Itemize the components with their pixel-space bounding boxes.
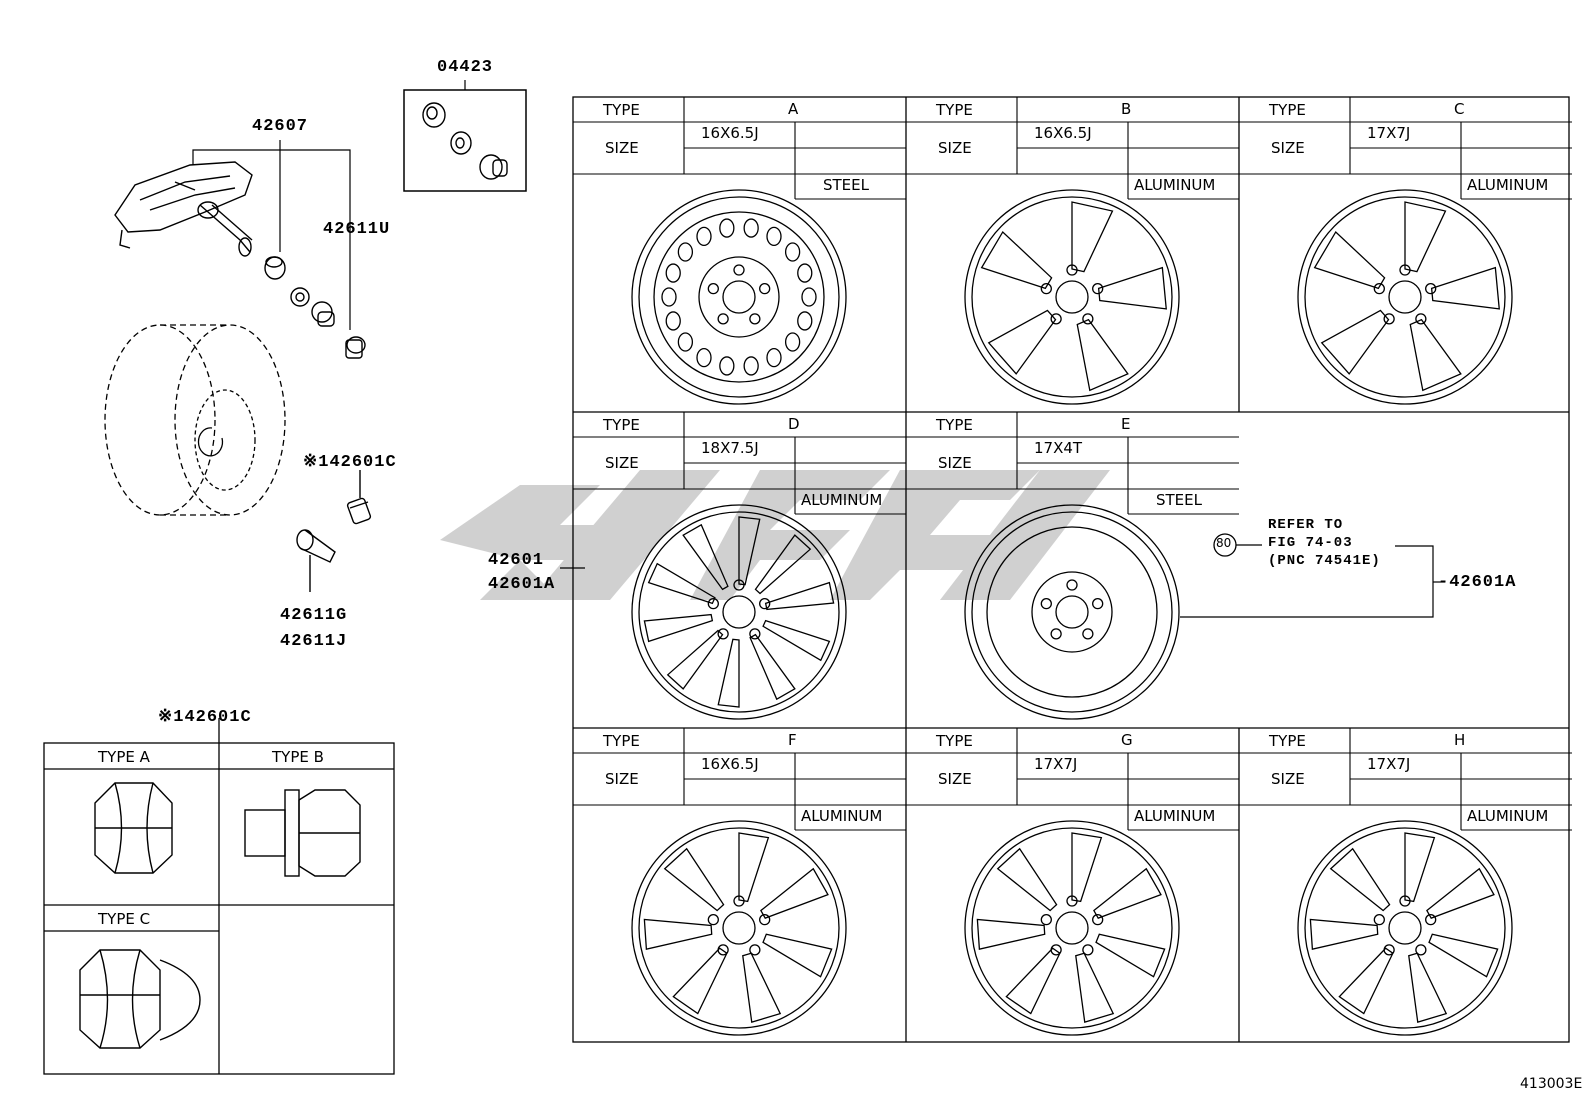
wheel-3-size-value: 18X7.5J [701,439,759,457]
nut-type-a-label: TYPE A [98,748,150,766]
wheel-2-icon [1297,189,1513,405]
wheel-4-size-value: 17X4T [1034,439,1083,457]
wheel-5-icon [631,820,847,1036]
wheel-0-material: STEEL [823,176,869,194]
part-42611u-label: 42611U [323,220,391,239]
wheel-6-size-value: 17X7J [1034,755,1078,773]
wheel-5-size-label: SIZE [605,770,639,788]
part-42601c-top-label: ※142601C [303,453,397,472]
wheel-1-material: ALUMINUM [1134,176,1216,194]
refer-badge: 80 [1216,536,1232,550]
wheel-6-icon [964,820,1180,1036]
wheel-headers [573,97,1572,831]
wheel-5-size-value: 16X6.5J [701,755,759,773]
nut-type-table [43,718,395,1075]
wheel-4-icon [964,504,1180,720]
nut-type-b-label: TYPE B [272,748,324,766]
tpms-sensor-icon [114,161,253,257]
wheel-4-material: STEEL [1156,491,1202,509]
refer-line-2: FIG 74-03 [1268,535,1353,551]
part-42611j-label: 42611J [280,632,348,651]
wheel-header-0 [573,97,906,200]
diagram-id: 413003E [1520,1076,1583,1092]
part-42611g-label: 42611G [280,606,348,625]
part-04423-label: 04423 [437,58,494,77]
wheel-0-size-label: SIZE [605,139,639,157]
wheel-3-type-value: D [788,415,800,433]
part-42607-label: 42607 [252,117,309,136]
wheel-7-icon [1297,820,1513,1036]
wheel-0-icon [631,189,847,405]
wheel-1-size-label: SIZE [938,139,972,157]
wheel-header-3 [573,412,906,515]
wheel-header-7 [1239,728,1572,831]
wheel-1-size-value: 16X6.5J [1034,124,1092,142]
part-42601-label: 42601 [488,551,545,570]
wheel-7-type-value: H [1454,731,1466,749]
part-42601a-right-label: -42601A [1438,573,1517,592]
tire-icon [104,324,286,516]
wheel-1-type-label: TYPE [936,101,973,119]
wheel-2-material: ALUMINUM [1467,176,1549,194]
wheel-header-4 [906,412,1239,515]
wheel-0-size-value: 16X6.5J [701,124,759,142]
wheel-drawings [631,189,1513,1036]
wheel-header-6 [906,728,1239,831]
wheel-0-type-label: TYPE [603,101,640,119]
wheel-1-type-value: B [1121,100,1132,118]
wheel-3-size-label: SIZE [605,454,639,472]
wheel-6-type-label: TYPE [936,732,973,750]
nut-type-a-icon [94,782,173,874]
wheel-3-type-label: TYPE [603,416,640,434]
refer-line-1: REFER TO [1268,517,1344,533]
wheel-6-material: ALUMINUM [1134,807,1216,825]
part-42601c-bottom-label: ※142601C [158,708,252,727]
wheel-7-size-value: 17X7J [1367,755,1411,773]
wheel-2-type-value: C [1454,100,1465,118]
nut-type-c-label: TYPE C [98,910,151,928]
wheel-5-material: ALUMINUM [801,807,883,825]
nut-set-box [403,89,527,192]
wheel-2-size-label: SIZE [1271,139,1305,157]
valve-parts-icon [264,256,366,359]
wheel-3-material: ALUMINUM [801,491,883,509]
wheel-4-type-label: TYPE [936,416,973,434]
wheel-6-size-label: SIZE [938,770,972,788]
wheel-5-type-value: F [788,731,797,749]
wheel-2-size-value: 17X7J [1367,124,1411,142]
lug-nut-icon [346,470,372,525]
wheel-table-grid [572,96,1570,1043]
wheel-header-2 [1239,97,1572,200]
wheel-2-type-label: TYPE [1269,101,1306,119]
valve-stem-icon [296,529,336,592]
wheel-7-size-label: SIZE [1271,770,1305,788]
wheel-6-type-value: G [1121,731,1133,749]
nut-set-icon [422,102,508,180]
wheel-7-type-label: TYPE [1269,732,1306,750]
wheel-4-size-label: SIZE [938,454,972,472]
wheel-0-type-value: A [788,100,799,118]
nut-type-b-icon [244,789,361,877]
wheel-header-5 [573,728,906,831]
nut-type-c-icon [79,949,201,1049]
part-42601a-left-label: 42601A [488,575,556,594]
wheel-header-1 [906,97,1239,200]
wheel-5-type-label: TYPE [603,732,640,750]
wheel-1-icon [964,189,1180,405]
wheel-3-icon [631,504,847,720]
refer-line-3: (PNC 74541E) [1268,553,1381,569]
wheel-4-type-value: E [1121,415,1131,433]
wheel-7-material: ALUMINUM [1467,807,1549,825]
